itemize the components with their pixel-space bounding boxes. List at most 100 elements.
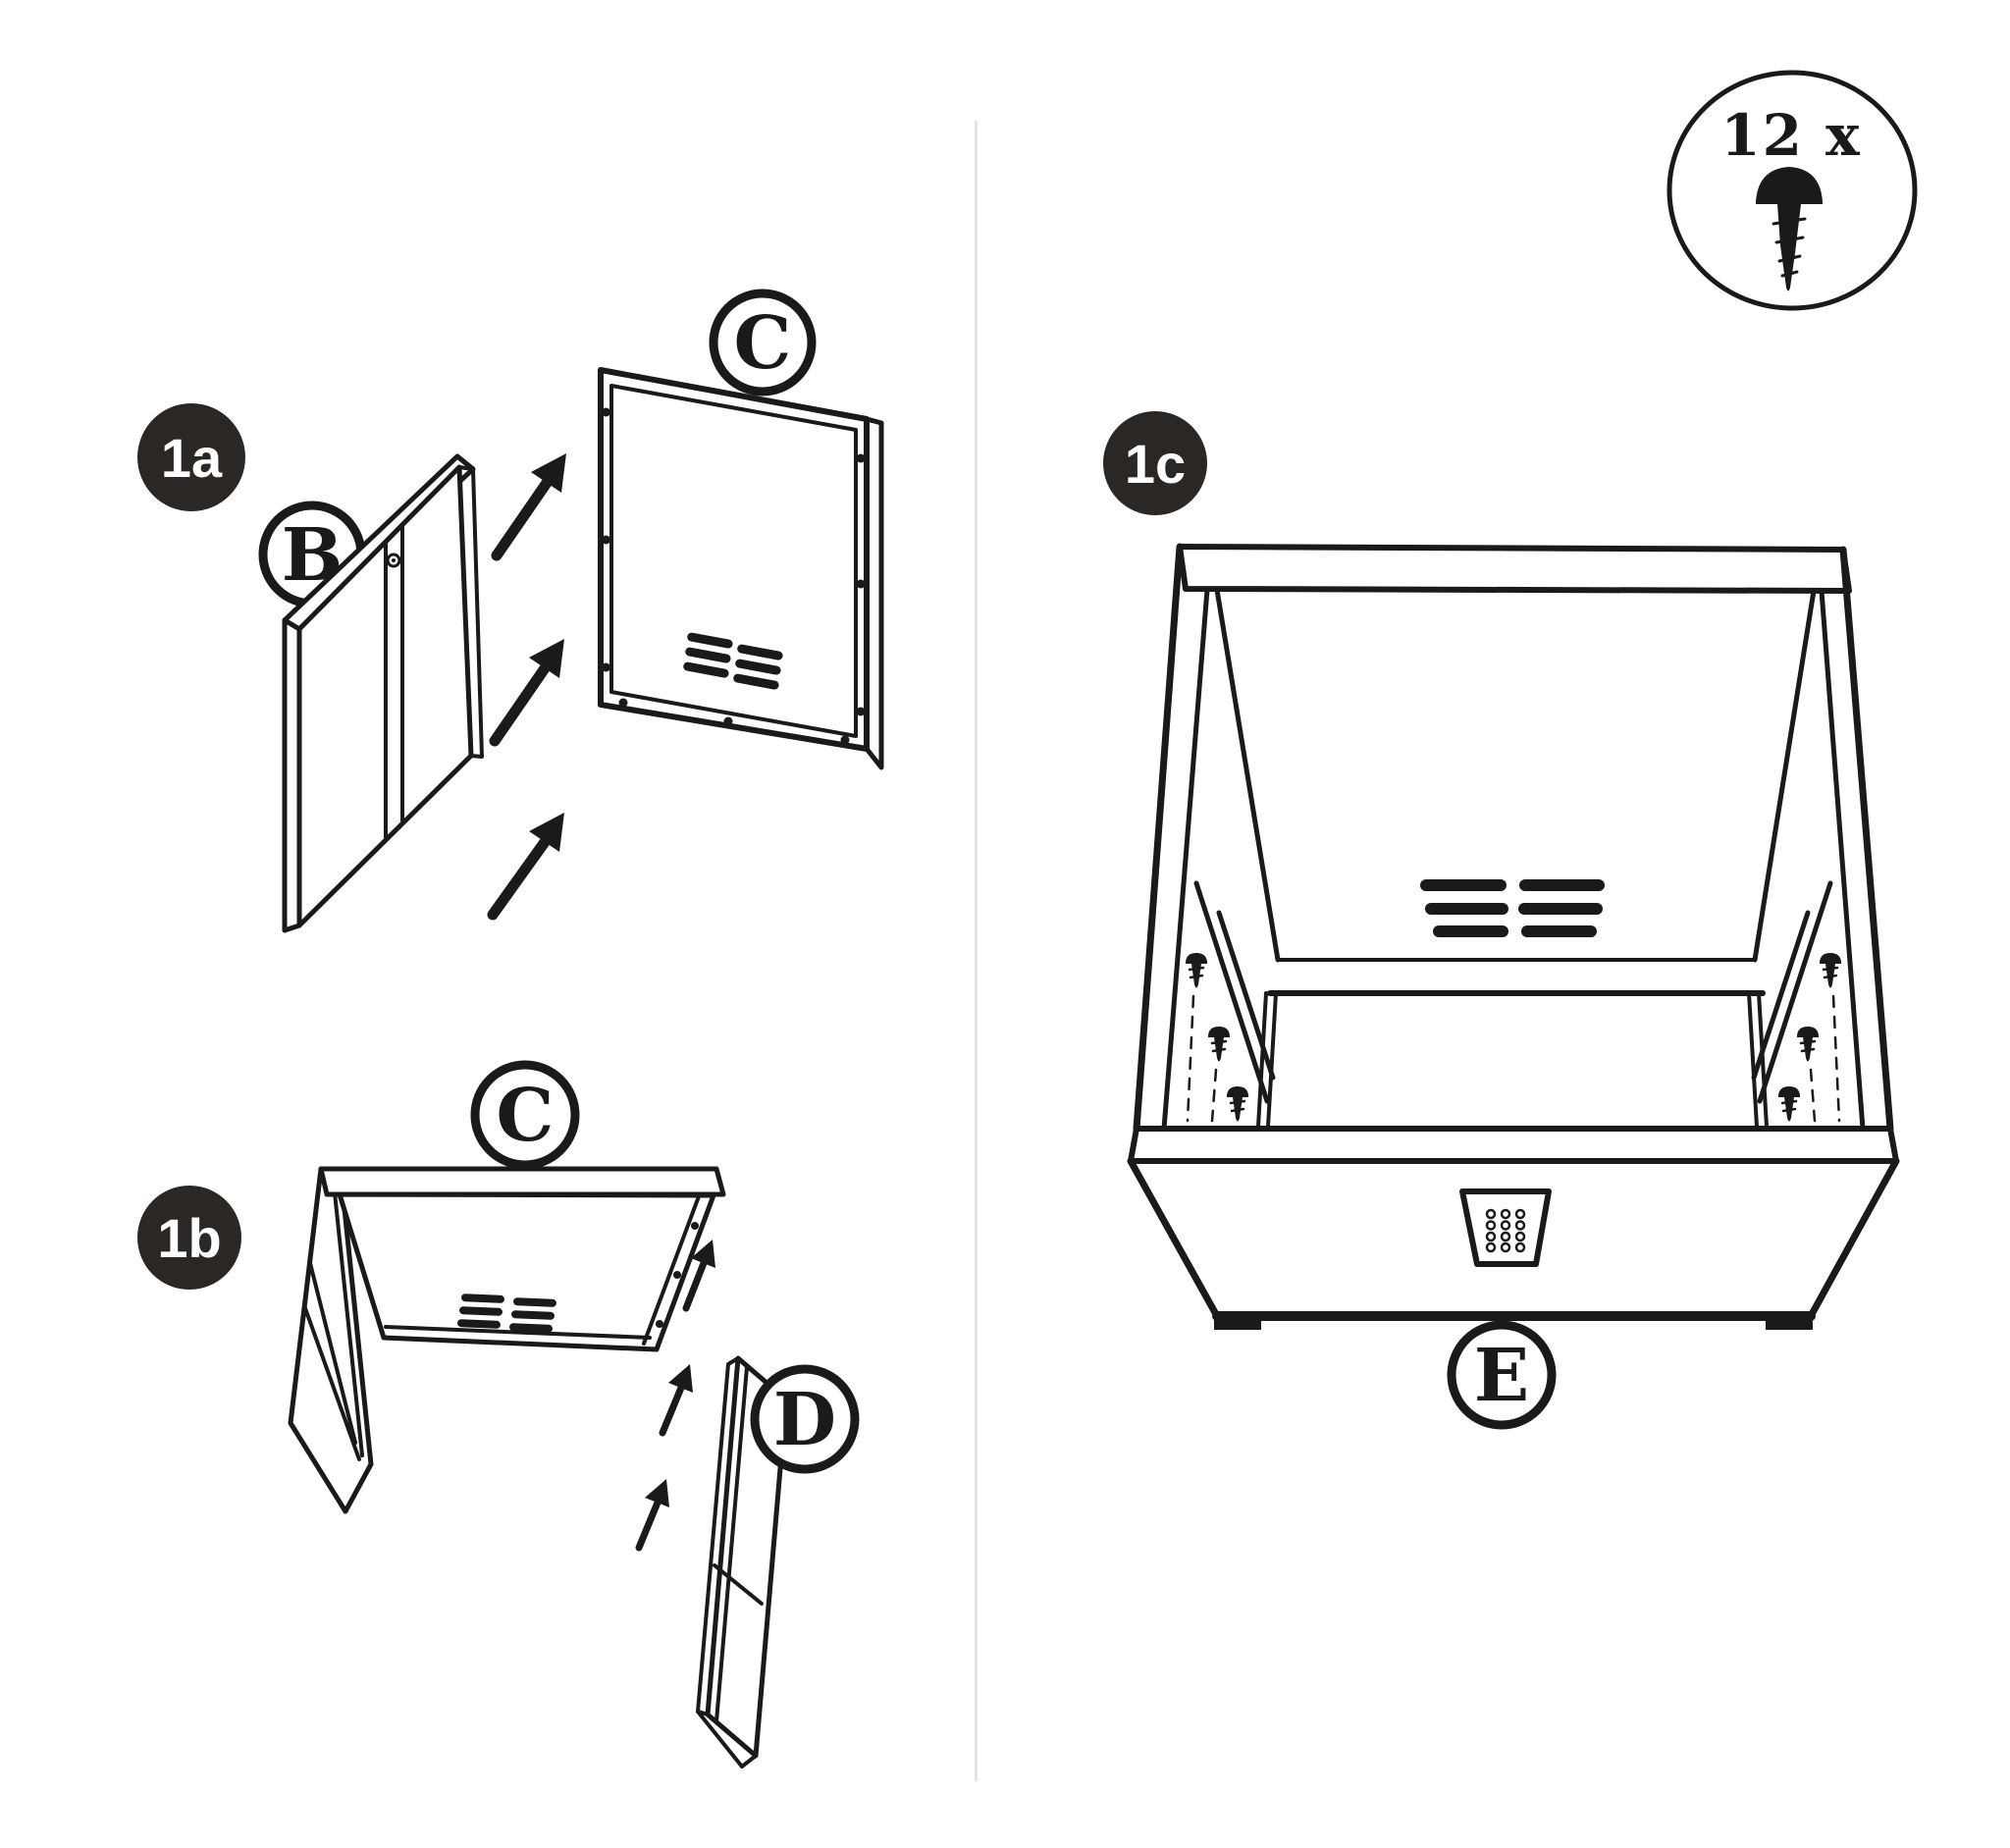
screw-hole-dot	[392, 558, 396, 562]
part-label-e: E	[1447, 1320, 1557, 1430]
vent-slat	[1420, 879, 1507, 891]
vent-slat	[1518, 903, 1603, 915]
step-1a: 1a B	[137, 289, 884, 933]
vent-slat	[459, 1306, 502, 1316]
panel-b-right-edge	[457, 465, 484, 759]
vent-slat	[737, 644, 783, 660]
assembly-arrows-1b	[635, 1240, 715, 1552]
part-label-circle	[1447, 1320, 1557, 1430]
step-1a-badge: 1a	[137, 403, 245, 511]
vent-grill	[1420, 879, 1605, 937]
arrow-head	[529, 813, 564, 852]
panel-d-detail	[713, 1365, 764, 1723]
screw-hole-dot	[840, 735, 850, 745]
speaker-grille	[1459, 1188, 1552, 1267]
screw-hole-dot	[602, 662, 610, 672]
part-letter-d: D	[773, 1378, 836, 1462]
step-1c: 1c	[1103, 411, 1900, 1430]
step-1a-badge-label: 1a	[161, 427, 223, 489]
screw-icon	[1225, 1084, 1250, 1123]
assembly-arrows-1a	[487, 453, 566, 921]
screw-hole-dot	[618, 698, 628, 708]
screw-hole-icon	[386, 553, 401, 568]
arrow-shaft	[491, 477, 553, 561]
assembled-box	[1127, 543, 1900, 1330]
panel-c-screw-holes	[602, 407, 866, 745]
vent-slat	[683, 661, 729, 678]
screw-threads	[1772, 217, 1807, 278]
arrow-shaft	[487, 836, 551, 921]
hardware-count-label: 12 x	[1720, 102, 1861, 169]
left-wall-inner-edge	[1161, 587, 1210, 1132]
screw-hole-dot	[656, 1320, 663, 1328]
right-wall-inner-edge	[1819, 588, 1866, 1132]
vent-slat	[511, 1310, 555, 1320]
panel-c-inner-frame	[609, 384, 858, 738]
mounting-screws-left	[1184, 951, 1250, 1123]
panel-c-top-bar	[318, 1166, 726, 1197]
vent-slat	[1433, 925, 1508, 937]
screw-hole-dot	[691, 1222, 699, 1230]
screw-icon	[1206, 1025, 1232, 1063]
vent-slat	[457, 1319, 501, 1329]
screw-hole-dot	[673, 1271, 681, 1279]
screw-icon	[1818, 951, 1843, 989]
top-rail	[1177, 544, 1852, 594]
screw-guide-line	[1186, 994, 1218, 1123]
grille-outline	[1459, 1188, 1552, 1267]
part-letter-e: E	[1474, 1334, 1529, 1418]
screw-hole-dot	[856, 579, 866, 589]
arrow-icon	[682, 1240, 715, 1312]
panel-c-assembly	[318, 1166, 726, 1352]
vent-grill	[457, 1294, 556, 1333]
mounting-screws-right	[1776, 951, 1843, 1123]
arrow-icon	[635, 1479, 669, 1552]
part-label-circle	[709, 289, 817, 396]
part-letter-c: C	[497, 1074, 555, 1158]
side-panel-left-detail	[303, 1172, 364, 1461]
screw-head	[1756, 167, 1823, 204]
vent-slat	[687, 632, 733, 649]
vent-slat	[735, 659, 781, 675]
part-label-d: D	[750, 1364, 860, 1474]
vent-slat	[509, 1323, 553, 1333]
step-1c-badge: 1c	[1103, 411, 1207, 515]
grille-holes	[1485, 1208, 1526, 1253]
panel-c-frame	[598, 367, 870, 752]
arrow-head	[531, 453, 566, 493]
foot-left	[1214, 1316, 1261, 1330]
step-1b: 1b C	[137, 1060, 860, 1769]
arrow-icon	[487, 813, 564, 921]
vent-slat	[1425, 903, 1508, 915]
right-outer-edge	[1839, 546, 1894, 1133]
arrow-icon	[489, 639, 564, 747]
step-1c-badge-label: 1c	[1125, 433, 1186, 495]
arrow-shaft	[635, 1499, 661, 1552]
part-label-circle	[750, 1364, 860, 1474]
vent-slat	[733, 673, 779, 690]
arrow-head	[691, 1240, 715, 1268]
screw-guide-line	[1809, 994, 1841, 1123]
step-badge-circle	[1103, 411, 1207, 515]
section-divider	[975, 121, 978, 1781]
hardware-count-badge: 12 x	[1666, 70, 1918, 311]
step-1b-badge: 1b	[137, 1186, 241, 1290]
left-wall-front-edge	[1256, 991, 1278, 1129]
arrow-head	[645, 1479, 669, 1507]
vent-slat	[685, 647, 731, 663]
part-label-c: C	[709, 289, 817, 396]
step-badge-circle	[137, 403, 245, 511]
panel-c-face	[337, 1191, 716, 1352]
right-wall-front-edge	[1747, 991, 1769, 1129]
screw-hole-dot	[602, 535, 610, 545]
screw-icon	[1756, 167, 1823, 291]
arrow-shaft	[682, 1259, 708, 1312]
vent-slat	[1521, 925, 1597, 937]
part-label-c2: C	[470, 1060, 580, 1170]
screw-icon	[1795, 1025, 1821, 1063]
panel-b-divider	[384, 524, 404, 839]
screw-hole-dot	[602, 407, 610, 417]
vent-slat	[1519, 879, 1605, 891]
arrow-head	[529, 639, 564, 678]
arrow-shaft	[659, 1384, 685, 1437]
